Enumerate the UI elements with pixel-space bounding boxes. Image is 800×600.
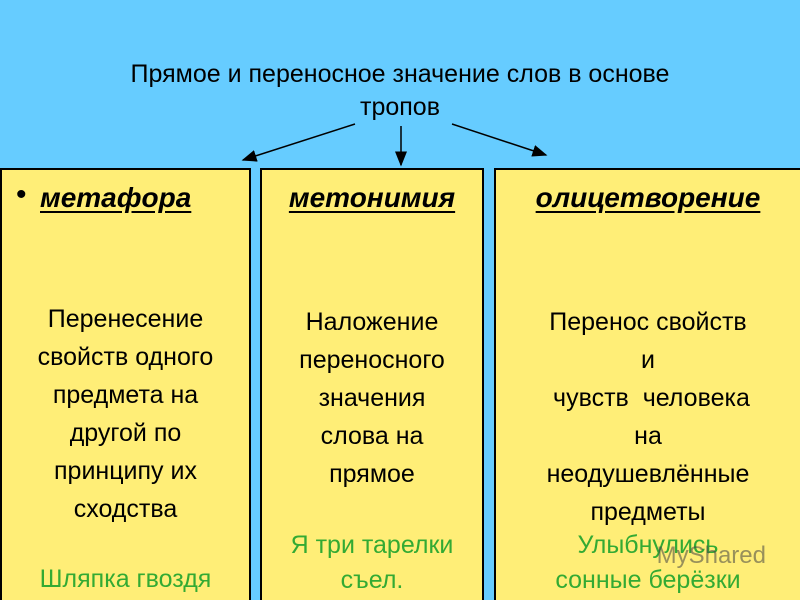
definition-line: Перенесение xyxy=(47,305,204,333)
example-line: Я три тарелки xyxy=(290,531,454,559)
connector-arrows xyxy=(241,123,548,167)
slide-title: Прямое и переносное значение слов в осно… xyxy=(40,58,760,124)
definition-line: предмета на xyxy=(52,381,199,409)
metaphor-column: • метафора Перенесение свойств одного пр… xyxy=(0,168,251,600)
metaphor-example: Шляпка гвоздя xyxy=(2,562,249,597)
example-line: сонные берёзки xyxy=(555,566,741,594)
metaphor-heading: метафора xyxy=(40,182,192,213)
personification-heading: олицетворение xyxy=(535,182,761,213)
definition-line: неодушевлённые xyxy=(546,460,750,488)
definition-line: и xyxy=(641,346,655,374)
slide-title-line-2: тропов xyxy=(360,93,440,121)
example-line: Улыбнулись xyxy=(577,531,719,559)
metaphor-definition: Перенесение свойств одного предмета на д… xyxy=(2,300,249,528)
personification-example: Улыбнулись сонные берёзки xyxy=(496,528,800,598)
metonymy-column: метонимия Наложение переносного значения… xyxy=(260,168,484,600)
definition-line: сходства xyxy=(73,495,178,523)
metonymy-heading: метонимия xyxy=(288,182,456,213)
definition-line: значения xyxy=(318,384,426,412)
definition-line: слова на xyxy=(320,422,424,450)
definition-line: чувств человека xyxy=(546,384,750,412)
arrow-to-personification xyxy=(451,123,548,157)
example-line: съел. xyxy=(340,566,404,594)
definition-line: переносного xyxy=(299,346,445,374)
definition-line: свойств одного xyxy=(37,343,214,371)
metonymy-example: Я три тарелки съел. xyxy=(262,528,482,598)
example-line: Шляпка гвоздя xyxy=(39,565,212,593)
watermark-logo: MyShared xyxy=(656,542,766,569)
definition-line: другой по xyxy=(69,419,182,447)
personification-column: олицетворение Перенос свойств и чувств ч… xyxy=(494,168,800,600)
slide-title-line-1: Прямое и переносное значение слов в осно… xyxy=(130,60,670,88)
bullet-point: • xyxy=(16,178,27,211)
definition-line: прямое xyxy=(329,460,415,488)
arrow-to-metaphor xyxy=(241,123,356,162)
definition-line: Перенос свойств xyxy=(549,308,747,336)
metonymy-definition: Наложение переносного значения слова на … xyxy=(262,303,482,493)
definition-line: Наложение xyxy=(305,308,439,336)
definition-line: принципу их xyxy=(54,457,197,485)
personification-definition: Перенос свойств и чувств человека на нео… xyxy=(496,303,800,531)
definition-line: на xyxy=(634,422,662,450)
definition-line: предметы xyxy=(590,498,706,526)
